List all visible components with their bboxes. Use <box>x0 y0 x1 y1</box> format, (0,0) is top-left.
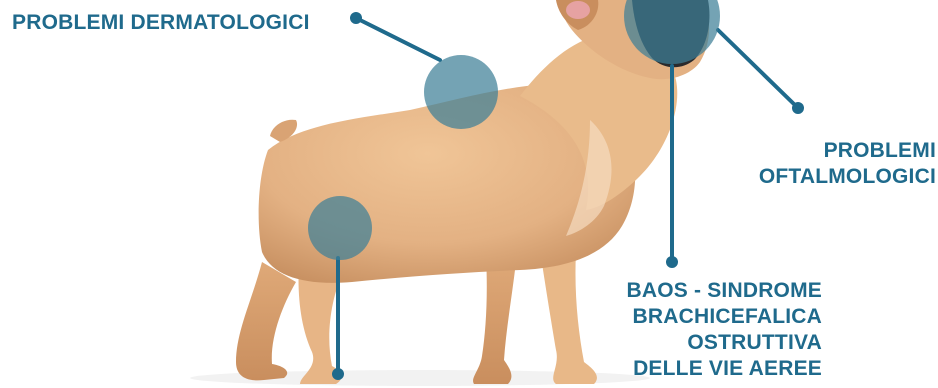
label-line: DELLE VIE AEREE <box>598 356 822 382</box>
label-line: OFTALMOLOGICI <box>759 164 936 190</box>
connector-dot-ophthalmologic <box>792 102 804 114</box>
label-dermatologic-problems: PROBLEMI DERMATOLOGICI <box>12 10 310 36</box>
dog-front-leg-back <box>473 256 516 384</box>
highlight-circle-leg <box>308 196 372 260</box>
connector-line-ophthalmologic <box>718 30 798 108</box>
label-ophthalmologic-problems: PROBLEMI OFTALMOLOGICI <box>759 138 936 190</box>
highlight-circle-skin <box>424 55 498 129</box>
label-line: PROBLEMI DERMATOLOGICI <box>12 10 310 36</box>
connector-line-dermatologic <box>356 18 440 60</box>
label-line: BAOS - SINDROME <box>598 278 822 304</box>
label-line: BRACHICEFALICA <box>598 304 822 330</box>
dog-ear-inner <box>566 1 590 19</box>
label-line: PROBLEMI <box>759 138 936 164</box>
label-line: OSTRUTTIVA <box>598 330 822 356</box>
label-baos-syndrome: BAOS - SINDROME BRACHICEFALICA OSTRUTTIV… <box>598 278 822 382</box>
dog-hind-leg-back <box>236 262 296 380</box>
connector-dot-baos <box>666 256 678 268</box>
dog-front-leg-front <box>540 250 597 384</box>
connector-dot-leg <box>332 368 344 380</box>
connector-dot-dermatologic <box>350 12 362 24</box>
